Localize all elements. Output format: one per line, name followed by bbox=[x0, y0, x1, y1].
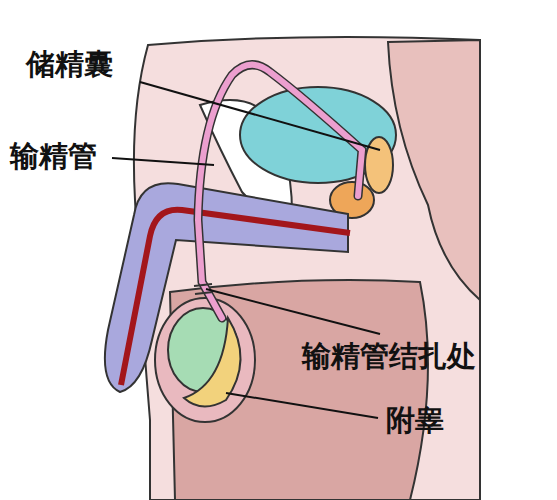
leader-line bbox=[140, 82, 380, 150]
leader-line bbox=[206, 289, 380, 334]
part-label: 输精管结扎处 bbox=[302, 340, 476, 373]
leader-line bbox=[112, 158, 214, 165]
part-label: 附睾 bbox=[386, 404, 444, 437]
leader-line bbox=[226, 393, 378, 418]
part-label: 输精管 bbox=[10, 140, 97, 173]
part-label: 储精囊 bbox=[26, 48, 113, 81]
